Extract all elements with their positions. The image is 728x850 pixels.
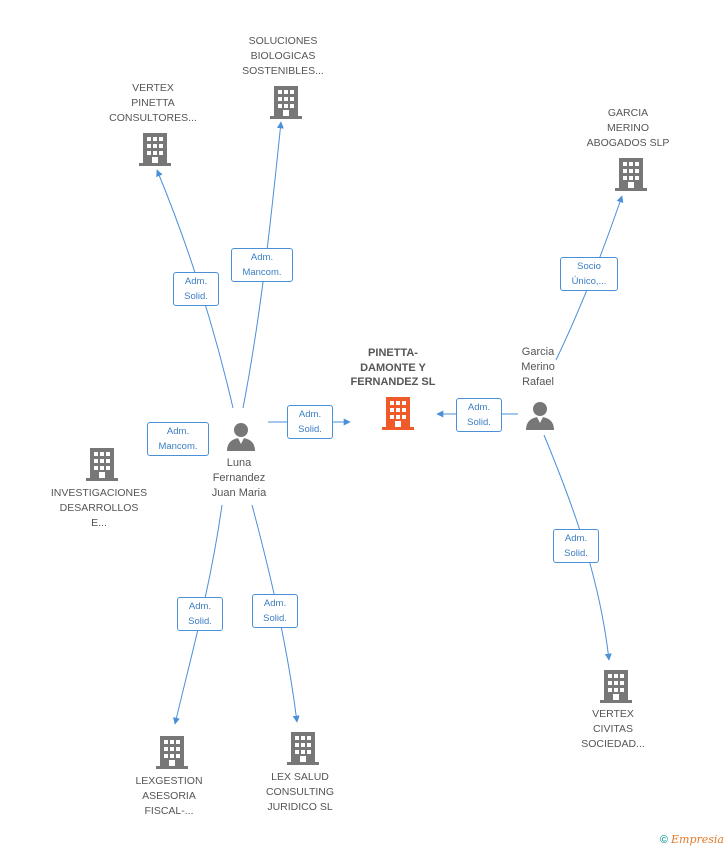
edge-label-luna-investigaciones[interactable]: Adm. Mancom. [147, 422, 209, 456]
building-icon[interactable] [600, 668, 632, 704]
building-icon[interactable] [615, 156, 647, 192]
building-icon[interactable] [139, 131, 171, 167]
company-label-soluciones[interactable]: SOLUCIONES BIOLOGICAS SOSTENIBLES... [242, 35, 324, 77]
edge-label-luna-lex-salud[interactable]: Adm. Solid. [252, 594, 298, 628]
edge-label-garcia-abogados[interactable]: Socio Único,... [560, 257, 618, 291]
company-label-lex-salud[interactable]: LEX SALUD CONSULTING JURIDICO SL [265, 771, 335, 813]
brand-logo: Empresia [671, 833, 724, 846]
edge-label-garcia-vertex-civitas[interactable]: Adm. Solid. [553, 529, 599, 563]
person-icon[interactable] [225, 420, 257, 452]
center-company-label[interactable]: PINETTA- DAMONTE Y FERNANDEZ SL [350, 347, 436, 388]
building-icon[interactable] [156, 734, 188, 770]
company-label-vertex-pinetta[interactable]: VERTEX PINETTA CONSULTORES... [109, 82, 197, 124]
footer-brand: © Empresia [660, 833, 724, 846]
building-icon[interactable] [287, 730, 319, 766]
edge-label-luna-center[interactable]: Adm. Solid. [287, 405, 333, 439]
person-label-luna[interactable]: Luna Fernandez Juan Maria [211, 457, 267, 499]
company-label-vertex-civitas[interactable]: VERTEX CIVITAS SOCIEDAD... [581, 708, 645, 750]
edge-label-luna-lexgestion[interactable]: Adm. Solid. [177, 597, 223, 631]
building-icon[interactable] [270, 84, 302, 120]
company-label-lexgestion[interactable]: LEXGESTION ASESORIA FISCAL-... [135, 775, 203, 817]
copyright-icon: © [659, 834, 668, 846]
center-building-icon[interactable] [382, 395, 414, 431]
edge-label-garcia-center[interactable]: Adm. Solid. [456, 398, 502, 432]
edge-label-luna-vertex-pinetta[interactable]: Adm. Solid. [173, 272, 219, 306]
person-label-garcia[interactable]: Garcia Merino Rafael [521, 346, 555, 388]
edge-label-luna-soluciones[interactable]: Adm. Mancom. [231, 248, 293, 282]
person-icon[interactable] [524, 399, 556, 431]
building-icon[interactable] [86, 446, 118, 482]
company-label-garcia-merino-abogados[interactable]: GARCIA MERINO ABOGADOS SLP [586, 107, 670, 149]
company-label-investigaciones[interactable]: INVESTIGACIONES DESARROLLOS E... [50, 487, 148, 529]
